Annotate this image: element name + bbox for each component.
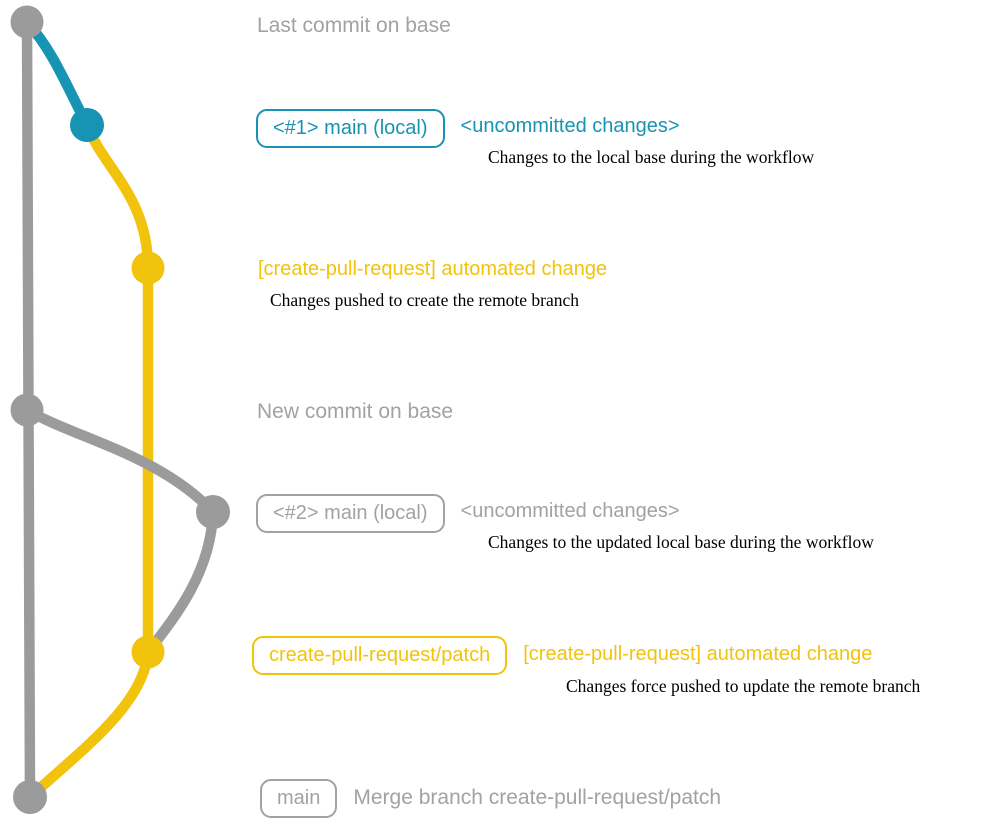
- label-merge-branch: Merge branch create-pull-request/patch: [353, 786, 722, 809]
- local-branch-1-line: [21, 16, 93, 131]
- label-new-commit-on-base: New commit on base: [257, 400, 454, 423]
- label-automated-change-2: [create-pull-request] automated change: [523, 643, 873, 665]
- commit-dot-merge: [13, 780, 47, 814]
- label-last-commit-on-base: Last commit on base: [257, 14, 451, 37]
- desc-local-changes-2: Changes to the updated local base during…: [488, 532, 874, 552]
- desc-push-create: Changes pushed to create the remote bran…: [270, 290, 580, 310]
- row-force-push: create-pull-request/patch [create-pull-r…: [252, 636, 872, 675]
- commit-dot-local-2: [196, 495, 230, 529]
- branch-badge-main-local-1: <#1> main (local): [256, 109, 445, 148]
- status-uncommitted-changes-2: <uncommitted changes>: [460, 500, 680, 522]
- commit-dot-new-base: [10, 393, 44, 427]
- commit-dot-last-base: [10, 5, 44, 39]
- commit-dot-remote-update: [131, 635, 165, 669]
- row-local-commit-1: <#1> main (local) <uncommitted changes>: [256, 109, 680, 148]
- row-local-commit-2: <#2> main (local) <uncommitted changes>: [256, 494, 680, 533]
- label-automated-change-1: [create-pull-request] automated change: [258, 258, 608, 280]
- desc-local-changes-1: Changes to the local base during the wor…: [488, 147, 815, 167]
- rebase-line: [142, 506, 219, 658]
- desc-force-push-update: Changes force pushed to update the remot…: [566, 676, 921, 696]
- status-uncommitted-changes-1: <uncommitted changes>: [460, 115, 680, 137]
- local-branch-2-line: [21, 404, 219, 518]
- row-merge: main Merge branch create-pull-request/pa…: [260, 779, 721, 818]
- merge-line: [24, 646, 154, 803]
- branch-badge-main-local-2: <#2> main (local): [256, 494, 445, 533]
- branch-badge-create-pull-request-patch: create-pull-request/patch: [252, 636, 508, 675]
- commit-graph: [10, 5, 230, 814]
- commit-dot-local-1: [70, 108, 104, 142]
- remote-branch-line: [81, 119, 154, 274]
- branch-badge-main: main: [260, 779, 338, 818]
- commit-dot-remote-create: [131, 251, 165, 285]
